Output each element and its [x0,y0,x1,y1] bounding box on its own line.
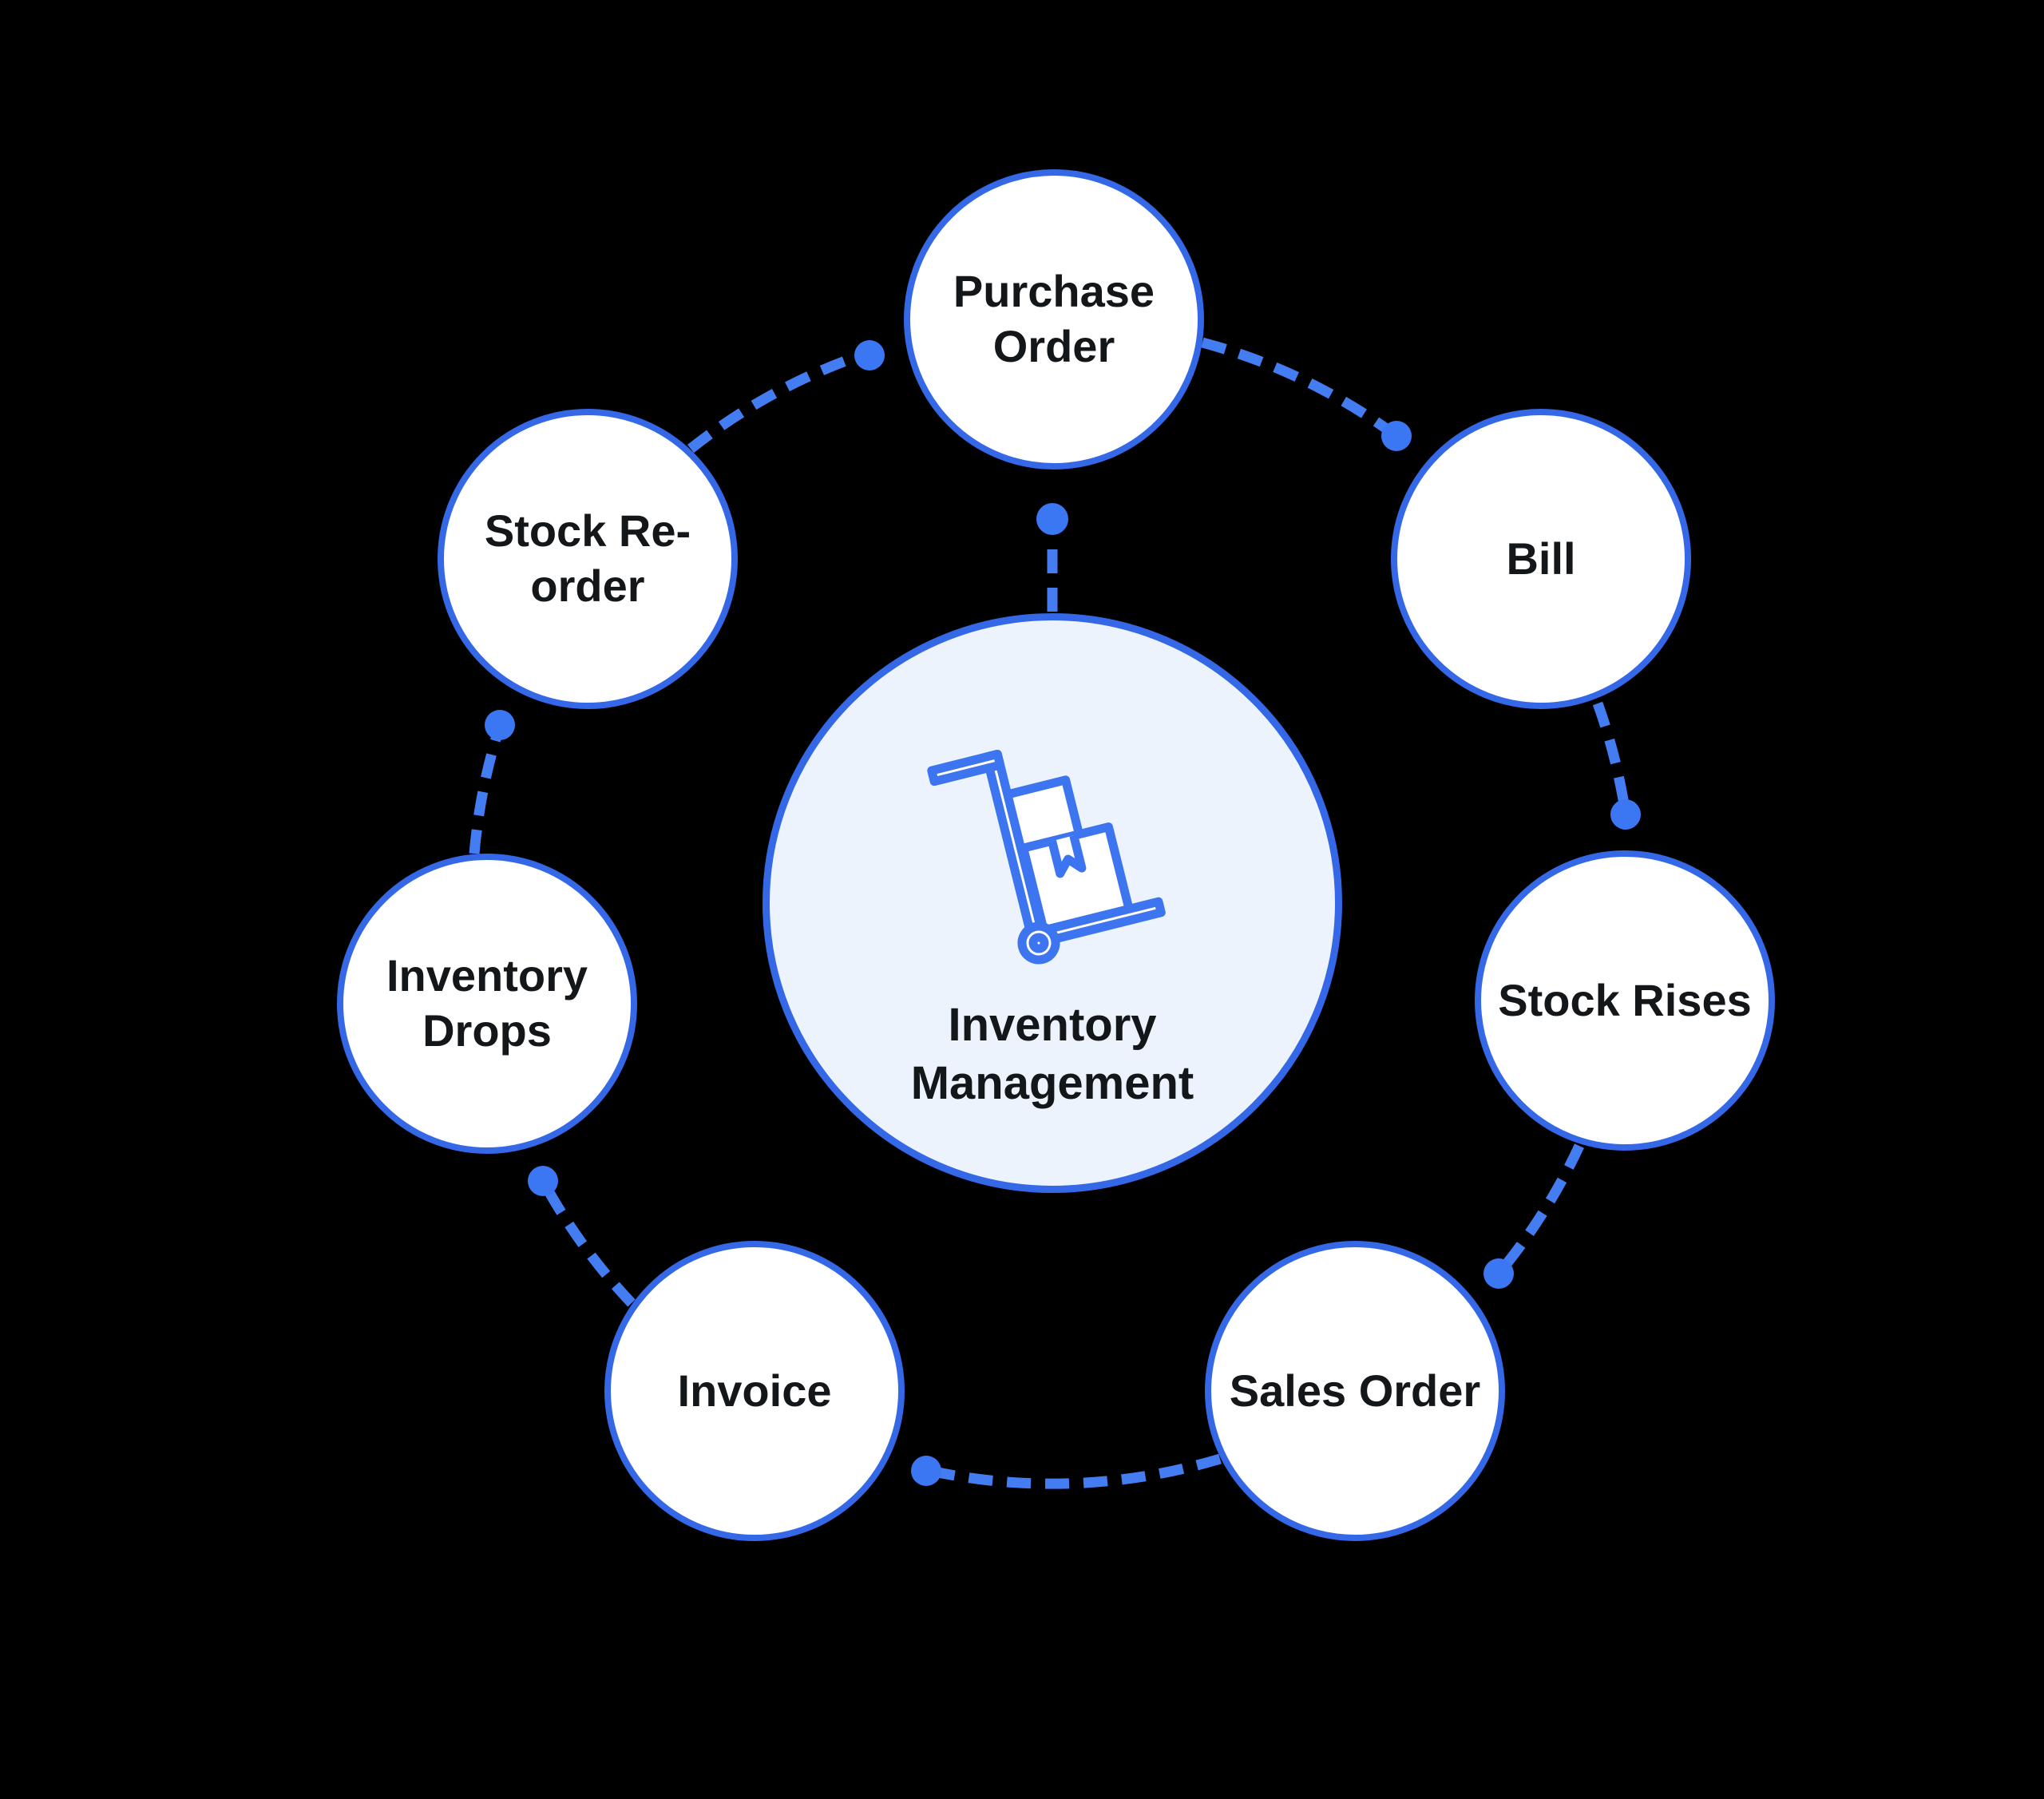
node-sales-order: Sales Order [1205,1241,1505,1541]
hand-truck-handle [927,749,1005,787]
flow-dot-at-inventory-drops [528,1166,558,1196]
flow-dot-at-stock-rises [1610,799,1641,830]
connector-inventory-drops-to-reorder [469,721,506,854]
center-node-label-text: Inventory Management [910,999,1194,1110]
node-stock-rises: Stock Rises [1475,850,1775,1151]
flow-dot-at-purchase-order [854,340,885,370]
node-inventory-drops-label: Inventory Drops [386,950,588,1056]
center-node-inventory-management: Inventory Management [763,613,1342,1193]
flow-dot-at-stock-reorder [485,710,515,740]
flow-dot-at-invoice [911,1456,941,1486]
node-bill-label: Bill [1506,533,1576,584]
node-inventory-drops: Inventory Drops [337,854,637,1154]
flow-dot-at-bill [1381,421,1412,451]
connector-reorder-to-purchase-order [687,347,870,454]
hand-truck-box-ribbon [1048,834,1087,878]
node-stock-reorder-label: Stock Re-order [484,505,691,611]
connector-bill-to-stock-rises [1592,701,1631,815]
node-stock-rises-label: Stock Rises [1498,974,1752,1025]
flow-dot-at-sales-order [1483,1258,1514,1289]
node-invoice-label: Invoice [677,1365,832,1416]
node-bill: Bill [1391,409,1691,709]
connector-stock-rises-to-sales-order [1495,1143,1584,1278]
connector-invoice-to-inventory-drops [538,1178,636,1307]
node-stock-reorder: Stock Re-order [438,409,738,709]
connector-purchase-order-to-bill [1201,337,1400,441]
connector-sales-order-to-invoice [921,1453,1222,1489]
node-sales-order-label: Sales Order [1229,1365,1481,1416]
node-invoice: Invoice [604,1241,905,1541]
hand-truck-icon [927,749,1166,965]
hand-truck-wheel-hub [1028,933,1049,953]
node-purchase-order-label: Purchase Order [953,266,1155,371]
flow-dot-center-link [1036,503,1068,535]
center-node-label: Inventory Management [770,996,1335,1112]
node-purchase-order: Purchase Order [904,169,1204,470]
